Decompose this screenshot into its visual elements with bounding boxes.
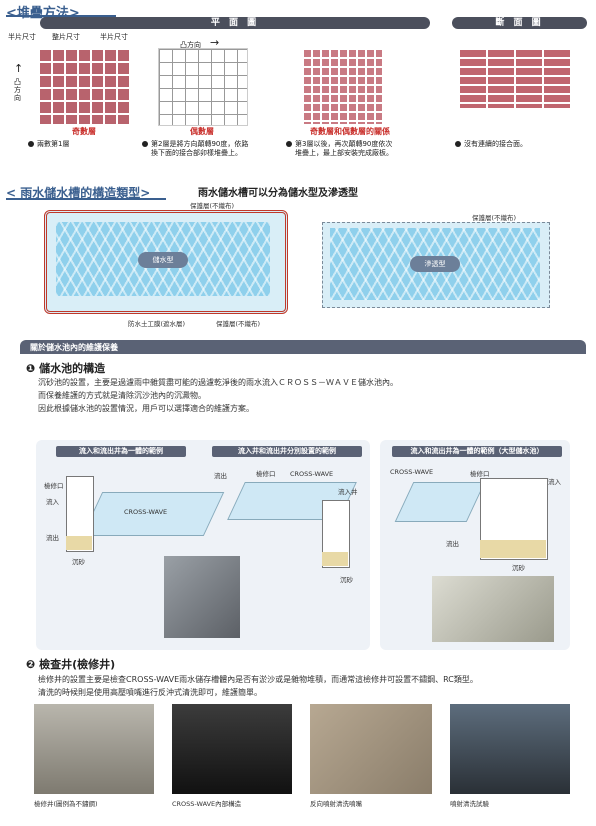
bullet-icon bbox=[28, 141, 34, 147]
case3-out-label: 流出 bbox=[446, 540, 459, 548]
right-arrow-icon: → bbox=[210, 36, 220, 49]
case1-in-label: 流入 bbox=[46, 498, 59, 506]
maintenance-header: 關於儲水池內的維護保養 bbox=[30, 343, 118, 352]
plan-header: 平 面 圖 bbox=[40, 17, 430, 29]
infiltration-tank bbox=[330, 228, 540, 300]
up-arrow-icon: ↑ bbox=[14, 62, 24, 75]
dim-label-half-2: 半片尺寸 bbox=[100, 33, 128, 41]
caption-even: 偶數層 bbox=[190, 127, 214, 136]
photo2-caption: CROSS-WAVE內部構造 bbox=[172, 800, 242, 808]
note-odd-text: 兩數第1層 bbox=[37, 140, 70, 148]
case2-cw-label: CROSS-WAVE bbox=[290, 470, 334, 478]
types-underline bbox=[6, 198, 166, 200]
case1-sand bbox=[66, 536, 92, 550]
s1-line2: 而保養維護的方式就是清除沉沙池內的沉澱物。 bbox=[38, 391, 206, 400]
direction-vertical-label: 凸方向 bbox=[14, 78, 21, 102]
note-even-line2: 換下面的接合部卯樣堆疊上。 bbox=[151, 149, 242, 157]
s1-line1: 沉砂池的設置，主要是過濾雨中雜質盡可能的過濾乾淨後的雨水流入ＣＲＯＳＳ－ＷＡＶＥ… bbox=[38, 378, 398, 387]
photo1-caption: 檢修井(圖例為不鏽鋼) bbox=[34, 800, 98, 808]
s2-line2: 清洗的時候則是使用高壓噴嘴進行反沖式清洗即可，維護簡單。 bbox=[38, 688, 262, 697]
note-section-text: 沒有連續的接合面。 bbox=[464, 140, 527, 148]
case2-bar: 流入井和流出井分別設置的範例 bbox=[212, 446, 362, 457]
photo-nozzle bbox=[310, 704, 432, 794]
case2-sand bbox=[322, 552, 348, 566]
case3-cw-label: CROSS-WAVE bbox=[390, 468, 434, 476]
case1-cw-label: CROSS-WAVE bbox=[124, 508, 168, 516]
bullet-icon bbox=[286, 141, 292, 147]
case-photo-1 bbox=[164, 556, 240, 638]
section-header: 斷 面 圖 bbox=[452, 17, 587, 29]
case2-sand-label: 沉砂 bbox=[340, 576, 353, 584]
direction-label: 凸方向 bbox=[180, 41, 201, 49]
case3-in-label: 流入 bbox=[548, 478, 561, 486]
case1-sand-label: 沉砂 bbox=[72, 558, 85, 566]
waterproof-label: 防水土工膜(遮水層) bbox=[128, 320, 186, 328]
photo-inspection-well bbox=[34, 704, 154, 794]
s1-line3: 因此根據儲水池的設置情況，用戶可以選擇適合的維護方案。 bbox=[38, 404, 254, 413]
photo-crosswave-inside bbox=[172, 704, 292, 794]
types-title: < 雨水儲水槽的構造類型> bbox=[6, 186, 151, 200]
case-photo-2 bbox=[432, 576, 554, 642]
note-mix-line1: 第3層以後，再次顛轉90度依次 bbox=[295, 140, 393, 148]
maintenance-header-bar bbox=[20, 340, 586, 354]
even-layer-grid bbox=[158, 48, 248, 126]
section-brick-pattern bbox=[460, 48, 570, 108]
case2-out-label: 流出 bbox=[214, 472, 227, 480]
protect-layer-right-label: 保護層(不織布) bbox=[472, 214, 517, 222]
case3-sand-label: 沉砂 bbox=[512, 564, 525, 572]
caption-mix: 奇數層和偶數層的關係 bbox=[310, 127, 390, 136]
note-even: 第2層是將方向顛轉90度，依路換下面的接合部卯樣堆疊上。 bbox=[142, 140, 272, 158]
protect-layer-bottom-label: 保護層(不織布) bbox=[216, 320, 261, 328]
photo-cleaning-test bbox=[450, 704, 570, 794]
note-even-line1: 第2層是將方向顛轉90度，依路 bbox=[151, 140, 249, 148]
storage-type-badge: 儲水型 bbox=[138, 252, 188, 268]
case3-inspect-label: 檢修口 bbox=[470, 470, 490, 478]
s2-line1: 檢修井的設置主要是檢查CROSS-WAVE雨水儲存槽體內是否有淤沙或是雜物堆積，… bbox=[38, 675, 478, 684]
case2-inlet-label: 流入井 bbox=[338, 488, 358, 496]
bullet-icon bbox=[455, 141, 461, 147]
photo4-caption: 噴射清洗試驗 bbox=[450, 800, 489, 808]
dim-label-half-1: 半片尺寸 bbox=[8, 33, 36, 41]
case1-bar: 流入和流出井為一體的範例 bbox=[56, 446, 186, 457]
protect-layer-top-label: 保護層(不織布) bbox=[190, 202, 235, 210]
photo3-caption: 反向噴射清洗噴嘴 bbox=[310, 800, 362, 808]
case1-out-label: 流出 bbox=[46, 534, 59, 542]
note-section: 沒有連續的接合面。 bbox=[455, 140, 527, 149]
infiltration-type-badge: 滲透型 bbox=[410, 256, 460, 272]
s1-title: ❶ 儲水池的構造 bbox=[26, 362, 106, 375]
case3-sand bbox=[480, 540, 546, 558]
case2-inspect-label: 檢修口 bbox=[256, 470, 276, 478]
caption-odd: 奇數層 bbox=[72, 127, 96, 136]
s2-title: ❷ 檢查井(檢修井) bbox=[26, 658, 116, 671]
bullet-icon bbox=[142, 141, 148, 147]
note-mix: 第3層以後，再次顛轉90度依次堆疊上，最上部安裝完成廠板。 bbox=[286, 140, 426, 158]
note-odd: 兩數第1層 bbox=[28, 140, 69, 149]
title-underline bbox=[6, 15, 116, 17]
odd-layer-grid bbox=[38, 48, 130, 124]
note-mix-line2: 堆疊上，最上部安裝完成廠板。 bbox=[295, 149, 393, 157]
types-subtitle: 雨水儲水槽可以分為儲水型及滲透型 bbox=[198, 188, 358, 199]
case3-bar: 流入和流出井為一體的範例（大型儲水池） bbox=[392, 446, 562, 457]
case1-inspect-label: 檢修口 bbox=[44, 482, 64, 490]
mixed-layer-grid bbox=[302, 48, 382, 124]
dim-label-full: 整片尺寸 bbox=[52, 33, 80, 41]
